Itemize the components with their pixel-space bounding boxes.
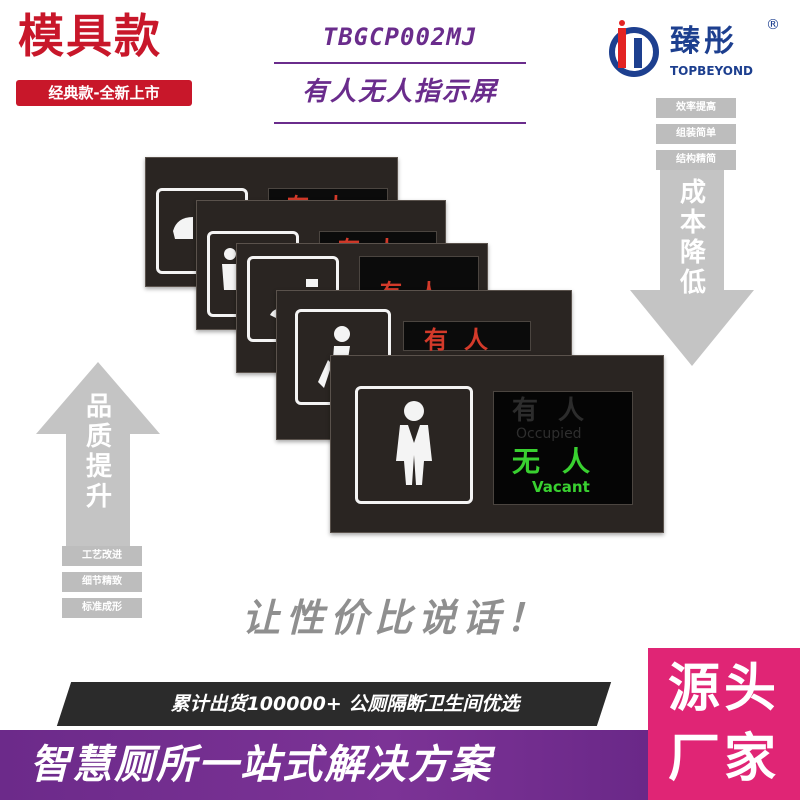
model-code: TBGCP002MJ (322, 23, 478, 51)
vacant-text-en: Vacant (532, 478, 590, 496)
vacant-text: 无人 (512, 445, 613, 478)
feature-pill: 细节精致 (62, 572, 142, 592)
status-screen: 有人 (403, 321, 531, 354)
model-info: TBGCP002MJ 有人无人指示屏 (270, 18, 530, 124)
quality-up-arrow: 品 质 提 升 (36, 362, 160, 552)
page-title: 模具款 (18, 9, 162, 63)
new-release-badge: 经典款-全新上市 (16, 80, 192, 106)
status-screen: 有人 Occupied 无人 Vacant (493, 391, 633, 505)
toilet-icon (173, 217, 193, 239)
factory-badge: 源头 厂家 (648, 648, 800, 800)
solution-banner-text: 智慧厕所一站式解决方案 (30, 742, 492, 788)
man-icon (396, 401, 432, 485)
factory-badge-line1: 源头 (667, 659, 780, 719)
quality-up-text: 品 质 提 升 (85, 392, 112, 512)
factory-badge-line2: 厂家 (667, 729, 780, 789)
arrow-down-icon (630, 170, 754, 366)
person-icon-frame (355, 386, 473, 504)
arrow-up-icon (36, 362, 160, 552)
registered-mark: ® (766, 17, 780, 33)
feature-pill: 组装简单 (656, 124, 736, 144)
brand-logo-icon (609, 20, 659, 77)
indicator-panel-front: 有人 Occupied 无人 Vacant (330, 355, 664, 533)
divider (274, 122, 526, 124)
feature-pill: 结构精简 (656, 150, 736, 170)
feature-pill: 工艺改进 (62, 546, 142, 566)
brand-logo: 臻彤 ® TOPBEYOND (604, 10, 784, 90)
cost-down-text: 成 本 降 低 (679, 178, 706, 298)
brand-name-cn: 臻彤 (670, 24, 738, 59)
man-icon (222, 248, 238, 290)
feature-pill: 效率提高 (656, 98, 736, 118)
brand-name-en: TOPBEYOND (670, 64, 753, 78)
occupied-text-en: Occupied (516, 426, 582, 442)
feature-pills-top: 效率提高 组装简单 结构精简 (656, 98, 752, 176)
occupied-text: 有人 (512, 396, 605, 426)
shipment-banner-text: 累计出货100000+ 公厕隔断卫生间优选 (170, 693, 520, 715)
feature-pills-bottom: 工艺改进 细节精致 标准成形 (62, 546, 158, 624)
divider (274, 62, 526, 64)
feature-pill: 标准成形 (62, 598, 142, 618)
occupied-text: 有人 (424, 326, 504, 354)
solution-banner-bg (0, 730, 650, 800)
cost-down-arrow: 成 本 降 低 (630, 170, 754, 366)
product-name: 有人无人指示屏 (301, 77, 498, 107)
slogan-text: 让性价比说话！ (241, 596, 550, 640)
